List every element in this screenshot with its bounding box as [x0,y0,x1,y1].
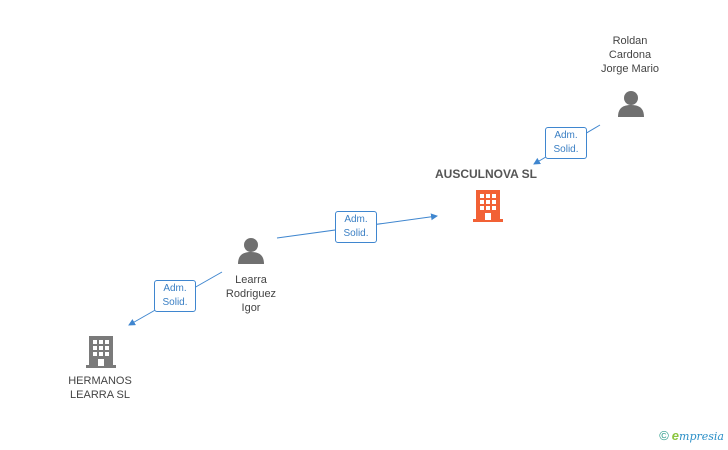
brand-logo: ©empresia [659,428,724,443]
edge-badge-role: Adm. [163,283,187,294]
person-label-roldan[interactable]: Roldan Cardona Jorge Mario [600,35,660,75]
edge-badge-learra-ausculnova[interactable]: Adm. Solid. [335,211,377,243]
brand-e-mark: e [671,428,680,443]
person-label-learra[interactable]: Learra Rodriguez Igor [225,274,277,314]
edge-badge-role: Solid. [553,144,579,155]
company-label-hermanos[interactable]: HERMANOS LEARRA SL [68,375,132,401]
edge-badge-learra-hermanos[interactable]: Adm. Solid. [154,280,196,312]
building-icon[interactable] [86,335,116,369]
company-title-ausculnova[interactable]: AUSCULNOVA SL [435,167,537,181]
copyright-symbol: © [659,428,669,443]
person-icon[interactable] [237,237,265,265]
brand-name: mpresia [679,430,724,443]
edge-badge-roldan-ausculnova[interactable]: Adm. Solid. [545,127,587,159]
building-icon[interactable] [473,189,503,223]
edge-badge-role: Adm. [344,214,368,225]
edge-badge-role: Solid. [162,297,188,308]
edge-badge-role: Solid. [343,228,369,239]
edge-badge-role: Adm. [554,130,578,141]
person-icon[interactable] [617,90,645,118]
